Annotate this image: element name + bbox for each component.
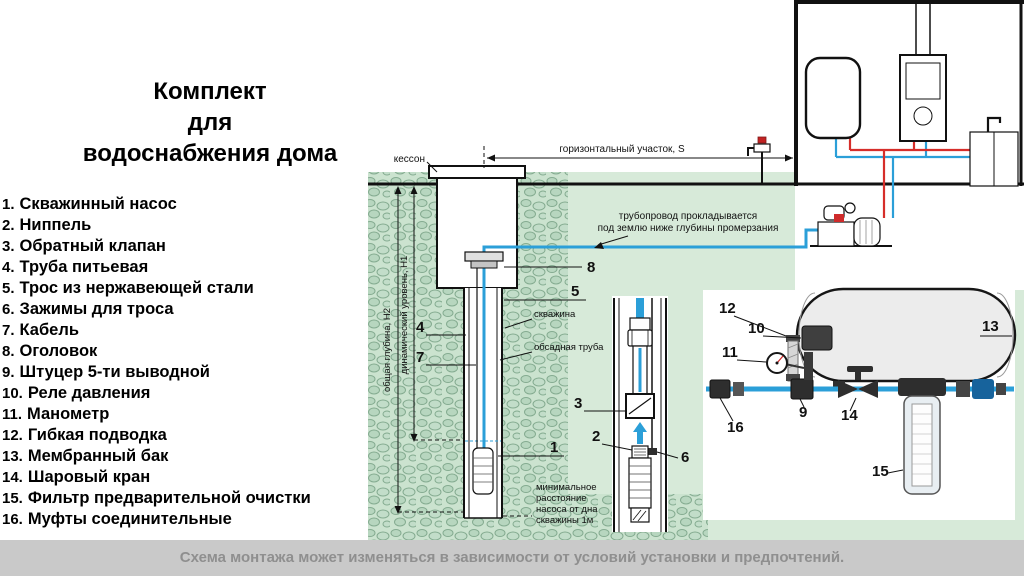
parts-list: 1.Скважинный насос 2.Ниппель 3.Обратный … bbox=[2, 194, 311, 530]
title-line-2: для bbox=[187, 109, 233, 136]
callout-14: 14 bbox=[841, 407, 858, 424]
callout-11: 11 bbox=[722, 344, 738, 361]
list-item: 9.Штуцер 5-ти выводной bbox=[2, 363, 210, 381]
svg-text:скважины 1м: скважины 1м bbox=[536, 515, 593, 526]
ball-valve bbox=[838, 380, 858, 398]
total-depth-label: общая глубина, Н2 bbox=[382, 308, 393, 392]
depth-dimensions: общая глубина, Н2 динамический уровень, … bbox=[382, 186, 464, 514]
wellhead bbox=[464, 251, 504, 269]
list-item: 4.Труба питьевая bbox=[2, 258, 149, 276]
surface-equipment-inset bbox=[706, 287, 1017, 495]
page-title: Комплект для водоснабжения дома bbox=[45, 76, 375, 169]
list-item: 16.Муфты соединительные bbox=[2, 510, 232, 528]
outdoor-tap bbox=[747, 136, 771, 184]
horizontal-section-label: горизонтальный участок, S bbox=[559, 144, 685, 155]
list-item: 3.Обратный клапан bbox=[2, 237, 166, 255]
sink bbox=[969, 116, 1019, 187]
svg-text:минимальное: минимальное bbox=[536, 482, 597, 493]
horizontal-section-dimension: горизонтальный участок, S bbox=[483, 144, 793, 168]
callout-13: 13 bbox=[982, 318, 999, 335]
list-item: 13.Мембранный бак bbox=[2, 447, 169, 465]
callout-16: 16 bbox=[727, 419, 744, 436]
underground-pipe bbox=[482, 228, 822, 254]
list-item: 2.Ниппель bbox=[2, 216, 92, 234]
filter-head bbox=[898, 378, 946, 396]
coupling bbox=[972, 379, 994, 399]
svg-text:трубопровод прокладывается: трубопровод прокладывается bbox=[619, 210, 757, 222]
list-item: 8.Оголовок bbox=[2, 342, 98, 360]
callout-4: 4 bbox=[416, 319, 425, 336]
callout-9: 9 bbox=[799, 404, 807, 421]
callout-6: 6 bbox=[681, 449, 689, 466]
well-labels: скважина обсадная труба минимальное расс… bbox=[499, 309, 604, 526]
svg-text:расстояние: расстояние bbox=[536, 493, 587, 504]
list-item: 7.Кабель bbox=[2, 321, 79, 339]
dynamic-level-label: динамический уровень, Н1 bbox=[399, 256, 410, 375]
pump-motor bbox=[628, 457, 652, 509]
submersible-pump bbox=[472, 447, 494, 495]
callout-12: 12 bbox=[719, 300, 736, 317]
list-item: 12.Гибкая подводка bbox=[2, 426, 167, 444]
boiler bbox=[899, 3, 947, 142]
callout-7: 7 bbox=[416, 349, 424, 366]
five-way-fitting bbox=[790, 378, 814, 400]
list-item: 11.Манометр bbox=[2, 405, 110, 423]
footer-note: Схема монтажа может изменяться в зависим… bbox=[0, 540, 1024, 576]
pressure-switch bbox=[801, 325, 833, 351]
list-item: 10.Реле давления bbox=[2, 384, 151, 402]
faucet-icon bbox=[986, 116, 1002, 132]
callout-15: 15 bbox=[872, 463, 889, 480]
callout-5: 5 bbox=[571, 283, 579, 300]
pump-detail-inset bbox=[612, 296, 668, 532]
svg-text:насоса от дна: насоса от дна bbox=[536, 504, 598, 515]
casing-pipe-label: обсадная труба bbox=[534, 342, 604, 353]
pump-station bbox=[810, 202, 892, 247]
list-item: 6.Зажимы для троса bbox=[2, 300, 174, 318]
list-item: 15.Фильтр предварительной очистки bbox=[2, 489, 311, 507]
title-line-3: водоснабжения дома bbox=[82, 140, 338, 167]
cable-clamp bbox=[648, 448, 657, 455]
coupling bbox=[709, 379, 731, 399]
callout-1: 1 bbox=[550, 439, 558, 456]
drop-pipe-detail bbox=[636, 298, 644, 320]
list-item: 1.Скважинный насос bbox=[2, 195, 177, 213]
title-line-1: Комплект bbox=[153, 78, 267, 105]
water-heater bbox=[804, 56, 862, 140]
callout-3: 3 bbox=[574, 395, 582, 412]
caisson-label: кессон bbox=[394, 154, 425, 165]
callout-8: 8 bbox=[587, 259, 595, 276]
flow-arrow-icon bbox=[633, 422, 647, 444]
callouts: 8 5 4 7 1 3 2 6 12 10 11 16 9 1 bbox=[416, 259, 1012, 480]
callout-2: 2 bbox=[592, 428, 600, 445]
pipeline-note: трубопровод прокладывается под землю ниж… bbox=[594, 210, 778, 249]
list-item: 14.Шаровый кран bbox=[2, 468, 151, 486]
well-shaft bbox=[463, 254, 503, 519]
well-label: скважина bbox=[534, 309, 576, 320]
list-item: 5.Трос из нержавеющей стали bbox=[2, 279, 254, 297]
svg-text:под землю ниже глубины промерз: под землю ниже глубины промерзания bbox=[598, 222, 779, 234]
callout-10: 10 bbox=[748, 320, 765, 337]
